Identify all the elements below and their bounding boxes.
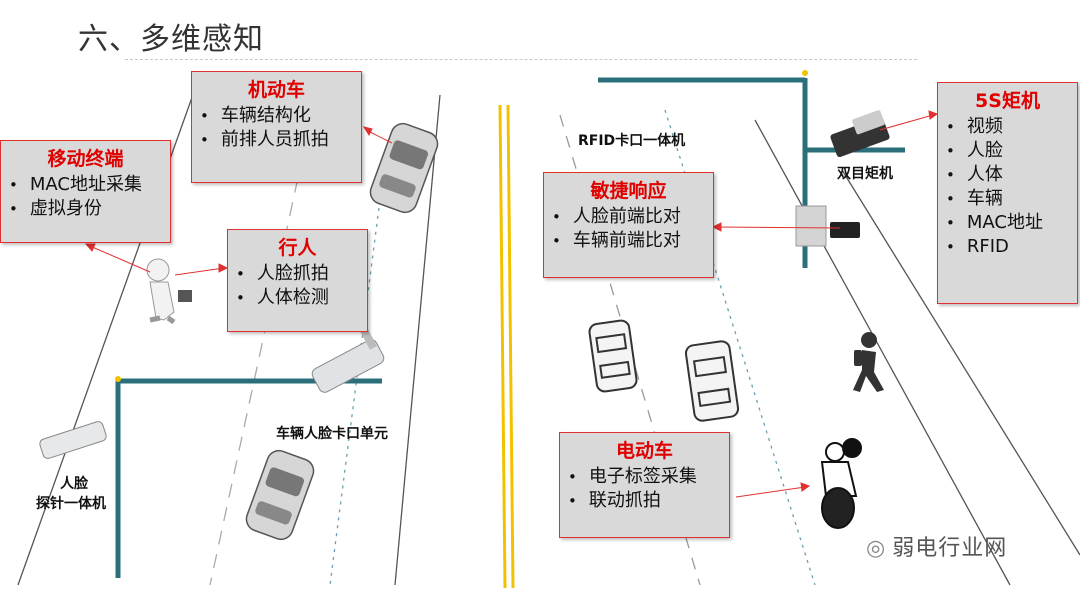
agile-response-title: 敏捷响应 (590, 180, 667, 202)
dual-camera-icon (830, 110, 890, 158)
five-s-box: 5S矩机 视频 人脸 人体 车辆 MAC地址 RFID (937, 82, 1078, 304)
five-s-item: MAC地址 (946, 211, 1069, 235)
five-s-title: 5S矩机 (975, 90, 1040, 112)
e-bike-title: 电动车 (615, 440, 673, 462)
pedestrian-title: 行人 (278, 237, 317, 259)
e-bike-item: 电子标签采集 (568, 465, 721, 489)
title-divider (125, 59, 917, 60)
rfid-gate-label: RFID卡口一体机 (578, 133, 686, 149)
five-s-item: 视频 (946, 115, 1069, 139)
five-s-item: 人脸 (946, 139, 1069, 163)
motor-vehicle-title: 机动车 (247, 79, 305, 101)
left-pole (115, 378, 382, 578)
five-s-item: 人体 (946, 163, 1069, 187)
agile-response-item: 车辆前端比对 (552, 229, 705, 253)
agile-response-item: 人脸前端比对 (552, 205, 705, 229)
probe-camera-icon (39, 421, 107, 459)
e-bike-item: 联动抓拍 (568, 489, 721, 513)
motor-vehicle-box: 机动车 车辆结构化 前排人员抓拍 (191, 71, 362, 183)
wechat-icon: ◎ (866, 536, 887, 561)
vehicle-face-gate-label: 车辆人脸卡口单元 (276, 426, 388, 442)
motor-vehicle-item: 前排人员抓拍 (200, 128, 353, 152)
motor-vehicle-item: 车辆结构化 (200, 104, 353, 128)
mobile-terminal-item: 虚拟身份 (9, 197, 162, 221)
walking-person-icon (853, 332, 884, 392)
pedestrian-figure-icon (146, 258, 192, 325)
five-s-item: RFID (946, 235, 1069, 259)
car-right-a-icon (588, 319, 638, 393)
pedestrian-box: 行人 人脸抓拍 人体检测 (227, 229, 368, 332)
mobile-terminal-box: 移动终端 MAC地址采集 虚拟身份 (0, 140, 171, 243)
e-bike-box: 电动车 电子标签采集 联动抓拍 (559, 432, 730, 538)
mobile-terminal-title: 移动终端 (47, 148, 124, 170)
center-line (498, 104, 515, 589)
pedestrian-item: 人脸抓拍 (236, 262, 359, 286)
watermark-text: 弱电行业网 (892, 536, 1008, 561)
watermark: ◎弱电行业网 (866, 530, 1007, 562)
face-probe-label-line1: 人脸 (60, 476, 88, 492)
car-bottom-icon (245, 449, 315, 541)
dual-camera-label: 双目矩机 (837, 166, 893, 182)
page-title: 六、多维感知 (78, 22, 264, 57)
car-right-b-icon (684, 340, 740, 422)
gate-camera-icon (311, 324, 385, 393)
rfid-reader-icon (795, 205, 860, 247)
face-probe-label-line2: 探针一体机 (36, 496, 106, 512)
car-top-icon (369, 122, 439, 214)
pedestrian-item: 人体检测 (236, 286, 359, 310)
e-bike-riders-icon (820, 438, 862, 529)
agile-response-box: 敏捷响应 人脸前端比对 车辆前端比对 (543, 172, 714, 278)
five-s-item: 车辆 (946, 187, 1069, 211)
callout-arrows (84, 110, 939, 498)
mobile-terminal-item: MAC地址采集 (9, 173, 162, 197)
